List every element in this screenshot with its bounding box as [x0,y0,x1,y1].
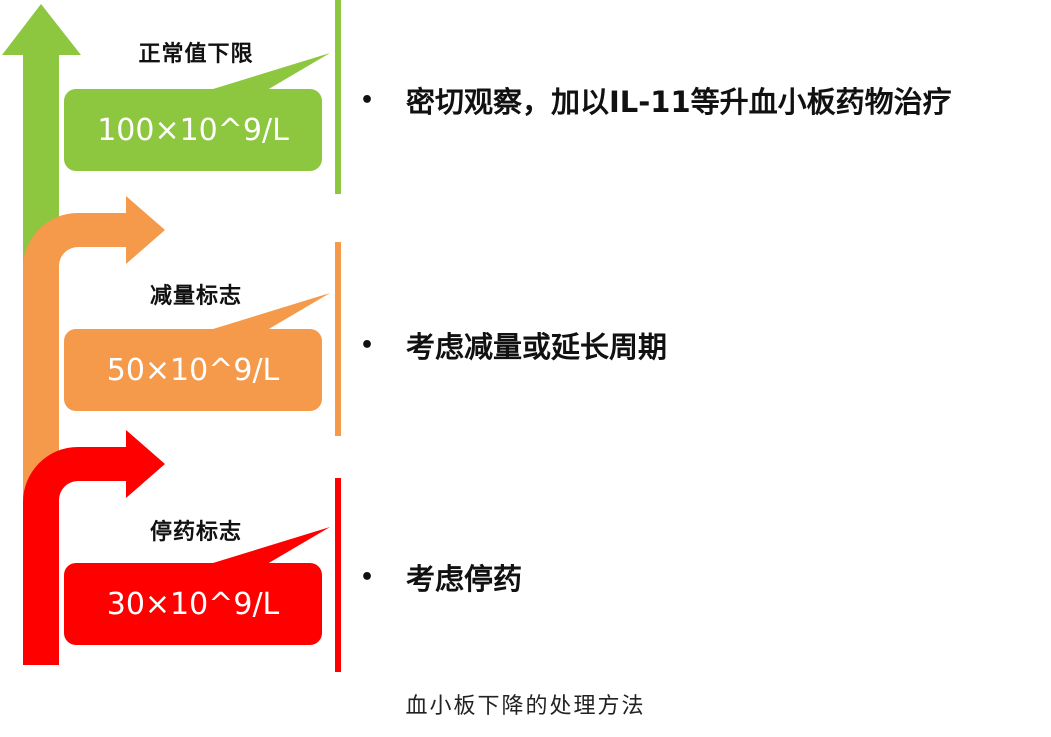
action-item-reduce-dose: • 考虑减量或延长周期 [360,325,667,365]
action-text: 密切观察，加以IL-11等升血小板药物治疗 [406,85,952,119]
action-item-observe: • 密切观察，加以IL-11等升血小板药物治疗 [360,80,952,120]
action-item-discontinue: • 考虑停药 [360,557,522,597]
orange-divider-line [335,242,341,436]
threshold-value-100: 100×10^9/L [97,112,289,148]
orange-callout-tail [200,293,330,333]
level-name-normal-lower-limit: 正常值下限 [138,41,254,67]
action-text: 考虑停药 [406,562,523,596]
green-divider-line [335,0,341,194]
threshold-value-50: 50×10^9/L [106,352,280,388]
orange-callout-box [64,329,322,411]
bullet-icon: • [360,332,375,358]
level-name-dose-reduction: 减量标志 [149,283,242,309]
green-callout-tail [200,53,330,93]
threshold-value-30: 30×10^9/L [106,586,280,622]
red-bend-arrow [23,430,165,665]
figure-caption: 血小板下降的处理方法 [405,694,646,719]
green-callout-box [64,89,322,171]
bullet-icon: • [360,564,375,590]
red-callout-box [64,563,322,645]
bullet-icon: • [360,87,375,113]
red-callout-tail [200,527,330,567]
level-name-discontinue: 停药标志 [149,519,242,545]
red-divider-line [335,478,341,672]
action-text: 考虑减量或延长周期 [406,330,668,364]
